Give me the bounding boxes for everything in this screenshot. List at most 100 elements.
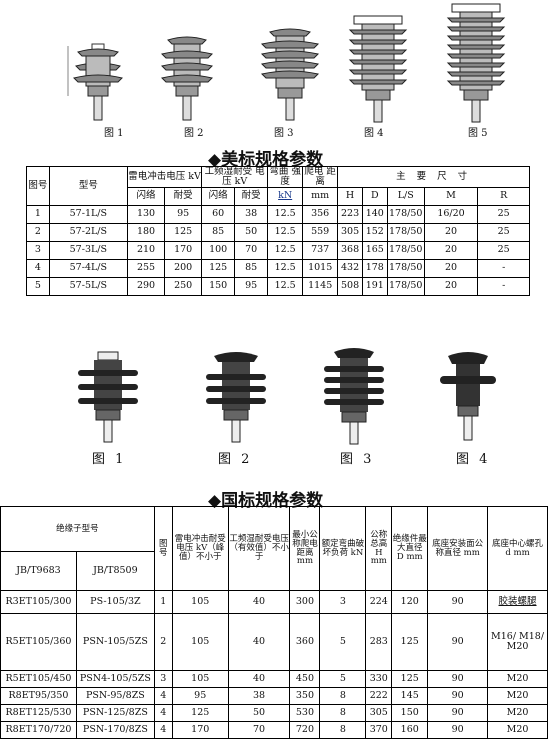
- us-table-cell: 290: [126, 276, 166, 296]
- gb-table-cell: 305: [365, 704, 393, 722]
- insulator-drawing-gb-1: [78, 351, 138, 443]
- header-model: 型号: [48, 166, 129, 206]
- gb-table-cell: M20: [487, 670, 548, 688]
- gb-table-cell: 90: [427, 590, 489, 614]
- gb-table-cell: 40: [227, 670, 291, 688]
- gb-table-cell: 70: [227, 721, 291, 739]
- gb-table-cell: PSN-95/8ZS: [75, 687, 155, 705]
- gb-table-cell: 530: [289, 704, 321, 722]
- gb-table-cell: M20: [487, 704, 548, 722]
- us-table-cell: 559: [302, 222, 339, 242]
- gb-table-cell: 90: [427, 687, 489, 705]
- us-table-cell: 356: [302, 204, 339, 224]
- gb-table-cell: 5: [319, 613, 367, 671]
- us-table-cell: 1: [26, 204, 50, 224]
- us-table-cell: 12.5: [267, 276, 304, 296]
- header-flashover: 闪络: [126, 186, 166, 206]
- us-table-cell: 60: [201, 204, 236, 224]
- gb-table-cell: PSN-125/8ZS: [75, 704, 155, 722]
- gb-table-cell: 90: [427, 613, 489, 671]
- gb-table-cell: 450: [289, 670, 321, 688]
- us-table-cell: 16/20: [423, 204, 479, 224]
- gb-header-power-freq: 工频湿耐受电压（有效值）不小于: [227, 506, 291, 591]
- us-table-cell: 85: [234, 258, 269, 278]
- gb-table-cell: 90: [427, 670, 489, 688]
- header-bending: 弯曲 强度: [267, 166, 304, 188]
- us-table-cell: 57-4L/S: [48, 258, 129, 278]
- gb-table-cell: 5: [319, 670, 367, 688]
- us-table-cell: 100: [201, 240, 236, 260]
- header-withstand: 耐受: [164, 186, 203, 206]
- header-h: H: [337, 186, 363, 206]
- us-table-cell: 12.5: [267, 222, 304, 242]
- gb-spec-table: 绝缘子型号 图号 雷电冲击耐受电压 kV（峰值）不小于 工频湿耐受电压（有效值）…: [0, 506, 548, 739]
- insulator-drawing-1: [67, 43, 123, 121]
- gb-table-cell: 720: [289, 721, 321, 739]
- header-ls: L/S: [386, 186, 425, 206]
- gb-table-cell: 224: [365, 590, 393, 614]
- us-table-cell: 12.5: [267, 240, 304, 260]
- us-table-cell: -: [477, 276, 530, 296]
- gb-header-std1: JB/T9683: [0, 551, 77, 591]
- us-table-cell: 140: [361, 204, 388, 224]
- us-table-cell: 12.5: [267, 258, 304, 278]
- gb-table-cell: 胶装螺腿: [487, 590, 548, 614]
- gb-table-cell: PSN-170/8ZS: [75, 721, 155, 739]
- insulator-drawing-gb-3: [324, 348, 384, 445]
- gb-table-cell: 300: [289, 590, 321, 614]
- header-m: M: [423, 186, 479, 206]
- gb-table-cell: 1: [153, 590, 173, 614]
- us-table-cell: 180: [126, 222, 166, 242]
- us-table-cell: 508: [337, 276, 363, 296]
- gb-table-cell: R5ET105/360: [0, 613, 77, 671]
- us-table-cell: 95: [234, 276, 269, 296]
- insulator-drawing-gb-2: [206, 352, 266, 443]
- us-table-cell: 223: [337, 204, 363, 224]
- us-table-cell: 2: [26, 222, 50, 242]
- us-table-cell: 737: [302, 240, 339, 260]
- gb-table-cell: 38: [227, 687, 291, 705]
- us-table-cell: 178/50: [386, 222, 425, 242]
- gb-table-cell: PSN-105/5ZS: [75, 613, 155, 671]
- us-table-cell: 20: [423, 276, 479, 296]
- gb-table-cell: PSN4-105/5ZS: [75, 670, 155, 688]
- us-table-cell: 191: [361, 276, 388, 296]
- us-table-cell: 50: [234, 222, 269, 242]
- us-table-cell: 178/50: [386, 258, 425, 278]
- gb-table-cell: 8: [319, 687, 367, 705]
- gb-header-height: 公称总高 H mm: [365, 506, 393, 591]
- us-table-cell: 4: [26, 258, 50, 278]
- gb-table-cell: 125: [391, 613, 429, 671]
- us-table-cell: 20: [423, 222, 479, 242]
- insulator-drawing-3: [260, 28, 320, 121]
- us-table-cell: 25: [477, 222, 530, 242]
- gb-table-cell: M16/ M18/ M20: [487, 613, 548, 671]
- gb-table-cell: 283: [365, 613, 393, 671]
- gb-table-cell: 150: [391, 704, 429, 722]
- gb-table-cell: 8: [319, 721, 367, 739]
- us-table-cell: 20: [423, 240, 479, 260]
- gb-table-cell: 125: [171, 704, 229, 722]
- header-lightning: 雷电冲击电压 kV: [126, 166, 203, 188]
- us-table-cell: 178: [361, 258, 388, 278]
- gb-table-cell: 2: [153, 613, 173, 671]
- gb-header-center: 底座中心螺孔 d mm: [487, 506, 548, 591]
- gb-figure-caption-1: 图 1: [92, 452, 127, 467]
- gb-table-cell: PS-105/3Z: [75, 590, 155, 614]
- gb-header-fig: 图号: [153, 506, 173, 591]
- figure-caption-1: 图 1: [104, 128, 124, 139]
- us-table-cell: 210: [126, 240, 166, 260]
- us-table-cell: 70: [234, 240, 269, 260]
- us-table-cell: 1145: [302, 276, 339, 296]
- us-table-cell: 12.5: [267, 204, 304, 224]
- gb-table-cell: 330: [365, 670, 393, 688]
- us-table-cell: 57-3L/S: [48, 240, 129, 260]
- gb-table-cell: 105: [171, 670, 229, 688]
- gb-table-cell: R3ET105/300: [0, 590, 77, 614]
